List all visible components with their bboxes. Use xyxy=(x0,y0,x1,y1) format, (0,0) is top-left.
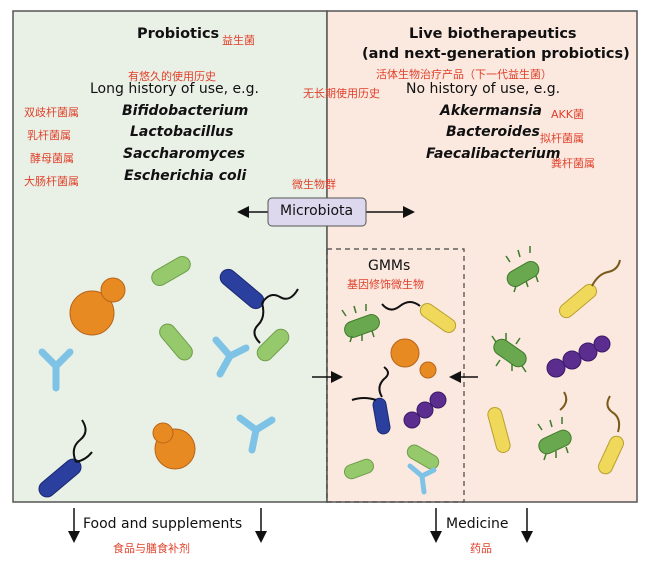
right-history-label: No history of use, e.g. xyxy=(406,81,561,97)
probiotics-title-cn: 益生菌 xyxy=(222,34,255,47)
yellow-rod-bacterium-icon xyxy=(381,301,457,333)
microbiota-label: Microbiota xyxy=(280,203,354,219)
food-supplements-label: Food and supplements xyxy=(83,516,243,532)
genus-label: Saccharomyces xyxy=(123,146,245,162)
yellow-rod-bacterium-icon xyxy=(559,259,621,319)
blue-flagellated-rod-icon xyxy=(351,366,391,435)
next-gen-probiotics-subtitle: (and next-generation probiotics) xyxy=(362,46,630,62)
gmm-dashed-box xyxy=(326,248,465,503)
green-spiky-bacterium-icon xyxy=(341,304,380,343)
antibody-y-shape-icon xyxy=(407,463,437,495)
green-rod-bacterium-icon xyxy=(406,444,440,470)
antibody-y-shape-icon xyxy=(212,336,250,378)
yeast-cell-icon xyxy=(69,277,126,336)
yeast-cell-icon xyxy=(390,338,437,379)
left-history-cn: 有悠久的使用历史 xyxy=(128,70,216,83)
green-spiky-bacterium-icon xyxy=(491,333,527,373)
genus-cn-label: 乳杆菌属 xyxy=(27,129,71,142)
gmm-label: GMMs xyxy=(368,258,411,274)
genus-label: Bifidobacterium xyxy=(122,103,249,119)
flagellum-icon xyxy=(559,391,568,411)
blue-flagellated-rod-icon xyxy=(219,268,299,344)
genus-cn-label: 大肠杆菌属 xyxy=(24,175,79,188)
genus-cn-label: AKK菌 xyxy=(551,108,584,121)
green-rod-bacterium-icon xyxy=(256,328,290,362)
antibody-y-shape-icon xyxy=(38,348,74,392)
genus-label: Bacteroides xyxy=(446,124,540,140)
blue-flagellated-rod-icon xyxy=(38,419,93,498)
yellow-rod-bacterium-icon xyxy=(487,407,511,453)
genus-label: Escherichia coli xyxy=(124,168,247,184)
green-rod-bacterium-icon xyxy=(151,256,191,286)
live-biotherapeutics-title: Live biotherapeutics xyxy=(409,26,577,42)
probiotics-title: Probiotics xyxy=(137,26,220,42)
microbiota-box xyxy=(267,197,367,227)
genus-label: Akkermansia xyxy=(440,103,542,119)
green-rod-bacterium-icon xyxy=(159,323,193,361)
green-spiky-bacterium-icon xyxy=(505,246,540,293)
medicine-cn: 药品 xyxy=(470,542,492,555)
genus-label: Faecalibacterium xyxy=(426,146,561,162)
purple-cocci-chain-icon xyxy=(546,335,611,378)
genus-cn-label: 拟杆菌属 xyxy=(540,132,584,145)
green-spiky-bacterium-icon xyxy=(537,417,572,461)
food-supplements-cn: 食品与膳食补剂 xyxy=(113,542,190,555)
genus-label: Lactobacillus xyxy=(130,124,234,140)
left-history-label: Long history of use, e.g. xyxy=(90,81,259,97)
yeast-cell-icon xyxy=(152,422,196,470)
genus-cn-label: 粪杆菌属 xyxy=(551,157,595,170)
live-biotherapeutics-cn: 活体生物治疗产品（下一代益生菌） xyxy=(376,68,552,81)
genus-cn-label: 酵母菌属 xyxy=(30,152,74,165)
medicine-label: Medicine xyxy=(446,516,509,532)
antibody-y-shape-icon xyxy=(236,414,276,454)
right-history-cn: 无长期使用历史 xyxy=(303,87,380,100)
purple-cocci-chain-icon xyxy=(403,391,447,429)
yellow-rod-bacterium-icon xyxy=(598,395,624,475)
microbiota-cn: 微生物群 xyxy=(292,178,336,191)
genus-cn-label: 双歧杆菌属 xyxy=(24,106,79,119)
green-rod-bacterium-icon xyxy=(343,458,375,480)
gmm-cn: 基因修饰微生物 xyxy=(347,278,424,291)
